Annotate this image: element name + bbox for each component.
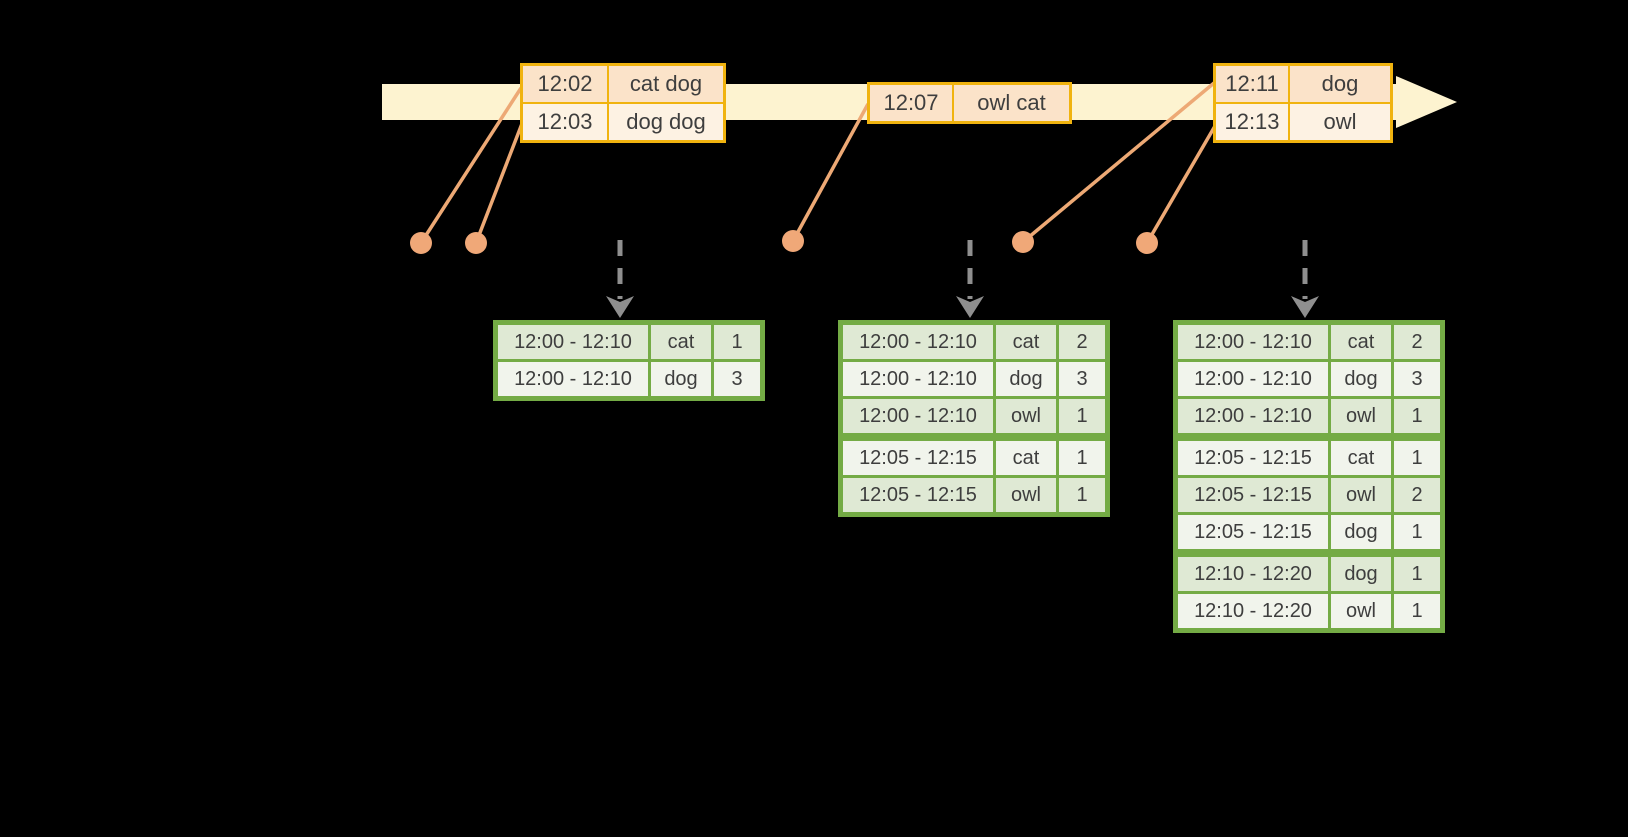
word-cell: dog	[651, 362, 711, 396]
count-cell: 2	[1059, 325, 1105, 359]
word-cell: owl	[996, 478, 1056, 512]
word-cell: cat	[996, 325, 1056, 359]
event-time-cell: 12:02	[523, 66, 607, 102]
word-cell: cat	[1331, 441, 1391, 475]
event-connector-line	[474, 120, 525, 244]
count-cell: 3	[1059, 362, 1105, 396]
window-cell: 12:00 - 12:10	[498, 362, 648, 396]
event-dot	[1012, 231, 1034, 253]
trigger-arrow-head-icon	[1291, 296, 1319, 318]
window-cell: 12:00 - 12:10	[498, 325, 648, 359]
word-cell: owl	[996, 399, 1056, 433]
word-cell: dog	[996, 362, 1056, 396]
word-cell: cat	[996, 441, 1056, 475]
window-cell: 12:05 - 12:15	[843, 478, 993, 512]
event-words-cell: dog	[1290, 66, 1390, 102]
count-cell: 3	[714, 362, 760, 396]
window-cell: 12:10 - 12:20	[1178, 557, 1328, 591]
count-cell: 2	[1394, 325, 1440, 359]
event-time-cell: 12:13	[1216, 104, 1288, 140]
window-cell: 12:00 - 12:10	[843, 362, 993, 396]
event-time-cell: 12:07	[870, 85, 952, 121]
count-cell: 1	[1059, 399, 1105, 433]
event-words-cell: owl	[1290, 104, 1390, 140]
word-cell: cat	[651, 325, 711, 359]
word-cell: cat	[1331, 325, 1391, 359]
event-connector-line	[1145, 125, 1217, 244]
window-cell: 12:05 - 12:15	[1178, 441, 1328, 475]
event-words-cell: dog dog	[609, 104, 723, 140]
window-cell: 12:00 - 12:10	[843, 325, 993, 359]
window-cell: 12:00 - 12:10	[1178, 325, 1328, 359]
count-cell: 3	[1394, 362, 1440, 396]
word-cell: owl	[1331, 399, 1391, 433]
event-time-arrow-head-icon	[1396, 76, 1457, 128]
trigger-arrow-head-icon	[956, 296, 984, 318]
window-cell: 12:05 - 12:15	[1178, 515, 1328, 549]
window-cell: 12:00 - 12:10	[1178, 362, 1328, 396]
count-cell: 1	[1394, 557, 1440, 591]
window-cell: 12:10 - 12:20	[1178, 594, 1328, 628]
event-connector-line	[791, 103, 870, 242]
event-dot	[410, 232, 432, 254]
window-cell: 12:00 - 12:10	[1178, 399, 1328, 433]
count-cell: 1	[1394, 441, 1440, 475]
count-cell: 1	[1394, 594, 1440, 628]
count-cell: 1	[1394, 515, 1440, 549]
count-cell: 2	[1394, 478, 1440, 512]
event-time-cell: 12:03	[523, 104, 607, 140]
window-cell: 12:00 - 12:10	[843, 399, 993, 433]
word-cell: owl	[1331, 478, 1391, 512]
event-words-cell: cat dog	[609, 66, 723, 102]
word-cell: dog	[1331, 557, 1391, 591]
event-connector-line	[1021, 81, 1216, 244]
window-cell: 12:05 - 12:15	[843, 441, 993, 475]
count-cell: 1	[1059, 478, 1105, 512]
event-connector-line	[419, 87, 523, 244]
trigger-arrow-head-icon	[606, 296, 634, 318]
event-dot	[465, 232, 487, 254]
event-dot	[782, 230, 804, 252]
count-cell: 1	[1394, 399, 1440, 433]
event-dot	[1136, 232, 1158, 254]
word-cell: dog	[1331, 515, 1391, 549]
event-words-cell: owl cat	[954, 85, 1069, 121]
word-cell: dog	[1331, 362, 1391, 396]
event-time-cell: 12:11	[1216, 66, 1288, 102]
count-cell: 1	[1059, 441, 1105, 475]
word-cell: owl	[1331, 594, 1391, 628]
count-cell: 1	[714, 325, 760, 359]
window-cell: 12:05 - 12:15	[1178, 478, 1328, 512]
